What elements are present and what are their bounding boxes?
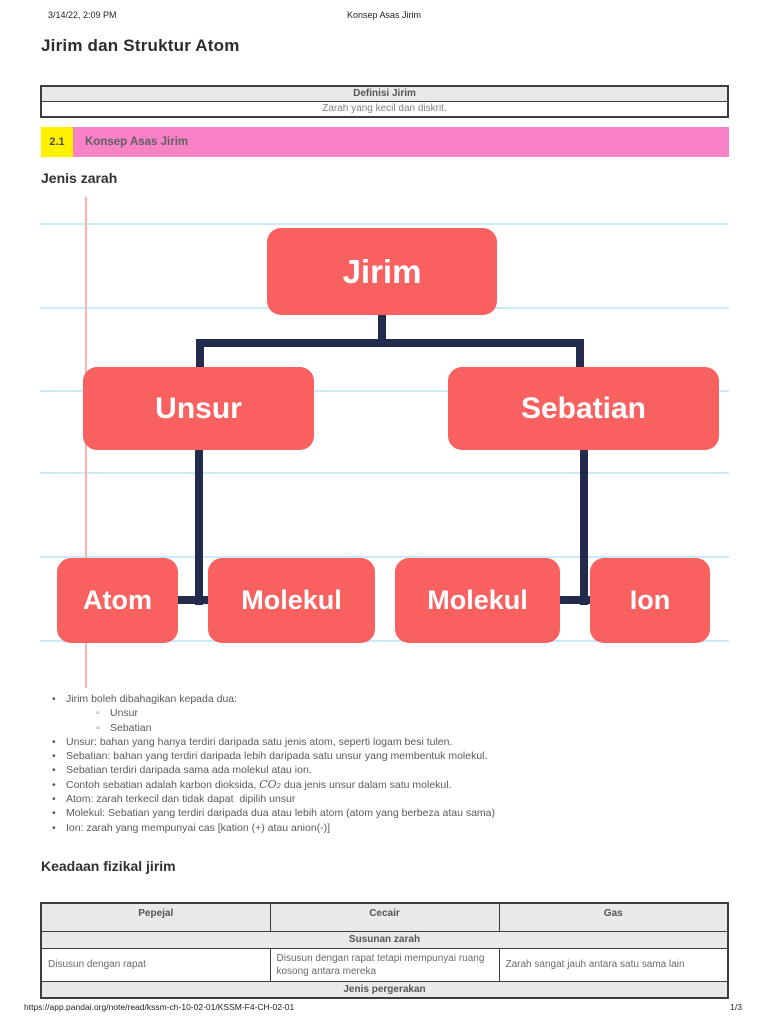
- column-header-gas: Gas: [498, 902, 729, 932]
- ruled-line: [40, 223, 729, 225]
- page-number: 1/3: [730, 1002, 742, 1012]
- list-item: Unsur: [96, 706, 720, 721]
- note-text: dua jenis unsur dalam satu molekul.: [281, 778, 452, 791]
- note-text: Atom: zarah terkecil dan tidak dapat dip…: [66, 793, 296, 806]
- connector-unsur-stem: [195, 450, 203, 605]
- page-title: Jirim dan Struktur Atom: [41, 36, 240, 55]
- notes-list: Jirim boleh dibahagikan kepada dua: Unsu…: [52, 692, 720, 835]
- connector-sebatian-stem: [580, 450, 588, 605]
- note-text: Jirim boleh dibahagikan kepada dua:: [66, 693, 238, 705]
- list-item: Molekul: Sebatian yang terdiri daripada …: [52, 806, 720, 821]
- ruled-line: [40, 472, 729, 474]
- print-datetime: 3/14/22, 2:09 PM: [48, 10, 117, 20]
- note-text: Sebatian terdiri daripada sama ada molek…: [66, 764, 312, 777]
- cell-pepejal-susunan: Disusun dengan rapat: [40, 947, 271, 982]
- node-unsur: Unsur: [83, 367, 314, 450]
- definition-table-header: Definisi Jirim: [40, 85, 729, 102]
- table-row: Jenis pergerakan: [40, 980, 729, 999]
- table-row: Susunan zarah: [40, 930, 729, 949]
- list-item: Ion: zarah yang mempunyai cas [kation (+…: [52, 821, 720, 836]
- list-item: Atom: zarah terkecil dan tidak dapat dip…: [52, 792, 720, 807]
- print-header: 3/14/22, 2:09 PM Konsep Asas Jirim: [0, 10, 768, 22]
- node-molekul-sebatian: Molekul: [395, 558, 560, 643]
- note-text: Sebatian: [110, 721, 152, 734]
- connector-root-stem: [378, 315, 386, 347]
- section-banner-label: Konsep Asas Jirim: [73, 127, 729, 157]
- list-item: Sebatian: bahan yang terdiri daripada le…: [52, 749, 720, 764]
- definition-table-body: Zarah yang kecil dan diskrit.: [40, 100, 729, 118]
- print-doc-name: Konsep Asas Jirim: [346, 10, 422, 20]
- ruled-line: [40, 390, 729, 392]
- row-banner-susunan-zarah: Susunan zarah: [40, 930, 729, 949]
- section-number-badge: 2.1: [41, 127, 73, 157]
- node-jirim: Jirim: [267, 228, 497, 315]
- node-ion: Ion: [590, 558, 710, 643]
- source-url: https://app.pandai.org/note/read/kssm-ch…: [24, 1002, 295, 1012]
- note-text: Contoh sebatian adalah karbon dioksida,: [66, 778, 260, 791]
- heading-jenis-zarah: Jenis zarah: [41, 170, 118, 186]
- node-sebatian: Sebatian: [448, 367, 719, 450]
- table-row: Disusun dengan rapat Disusun dengan rapa…: [40, 947, 729, 982]
- jirim-tree-diagram: Jirim Unsur Sebatian Atom Molekul Moleku…: [40, 195, 729, 695]
- notes-sublist: Unsur Sebatian: [66, 706, 720, 735]
- list-item: Jirim boleh dibahagikan kepada dua: Unsu…: [52, 692, 720, 735]
- list-item: Sebatian terdiri daripada sama ada molek…: [52, 763, 720, 778]
- column-header-cecair: Cecair: [269, 902, 500, 932]
- connector-molekul-ion-bar: [558, 596, 592, 604]
- column-header-pepejal: Pepejal: [40, 902, 271, 932]
- note-text: Unsur: bahan yang hanya terdiri daripada…: [66, 735, 453, 748]
- node-atom: Atom: [57, 558, 178, 643]
- co2-formula: CO₂: [259, 777, 282, 791]
- note-text: Molekul: Sebatian yang terdiri daripada …: [66, 807, 496, 820]
- cell-cecair-susunan: Disusun dengan rapat tetapi mempunyai ru…: [269, 947, 500, 982]
- note-text: Ion: zarah yang mempunyai cas [kation (+…: [66, 821, 331, 834]
- definition-table: Definisi Jirim Zarah yang kecil dan disk…: [40, 85, 729, 118]
- note-text: Unsur: [110, 707, 139, 720]
- row-banner-jenis-pergerakan: Jenis pergerakan: [40, 980, 729, 999]
- node-molekul-unsur: Molekul: [208, 558, 375, 643]
- cell-gas-susunan: Zarah sangat jauh antara satu sama lain: [498, 947, 729, 982]
- section-banner: 2.1 Konsep Asas Jirim: [41, 127, 729, 157]
- note-text: Sebatian: bahan yang terdiri daripada le…: [66, 750, 488, 763]
- list-item: Unsur: bahan yang hanya terdiri daripada…: [52, 735, 720, 750]
- print-footer: https://app.pandai.org/note/read/kssm-ch…: [0, 1002, 768, 1014]
- list-item: Contoh sebatian adalah karbon dioksida, …: [52, 777, 720, 793]
- ruled-line: [40, 640, 729, 642]
- heading-keadaan-fizikal: Keadaan fizikal jirim: [41, 858, 176, 874]
- connector-atom-molekul-bar: [176, 596, 210, 604]
- ruled-line: [40, 556, 729, 558]
- connector-to-sebatian: [576, 339, 584, 373]
- connector-top-bar: [196, 339, 584, 347]
- physical-state-table: Pepejal Cecair Gas Susunan zarah Disusun…: [40, 902, 729, 999]
- list-item: Sebatian: [96, 721, 720, 736]
- connector-to-unsur: [196, 339, 204, 373]
- table-row: Pepejal Cecair Gas: [40, 902, 729, 932]
